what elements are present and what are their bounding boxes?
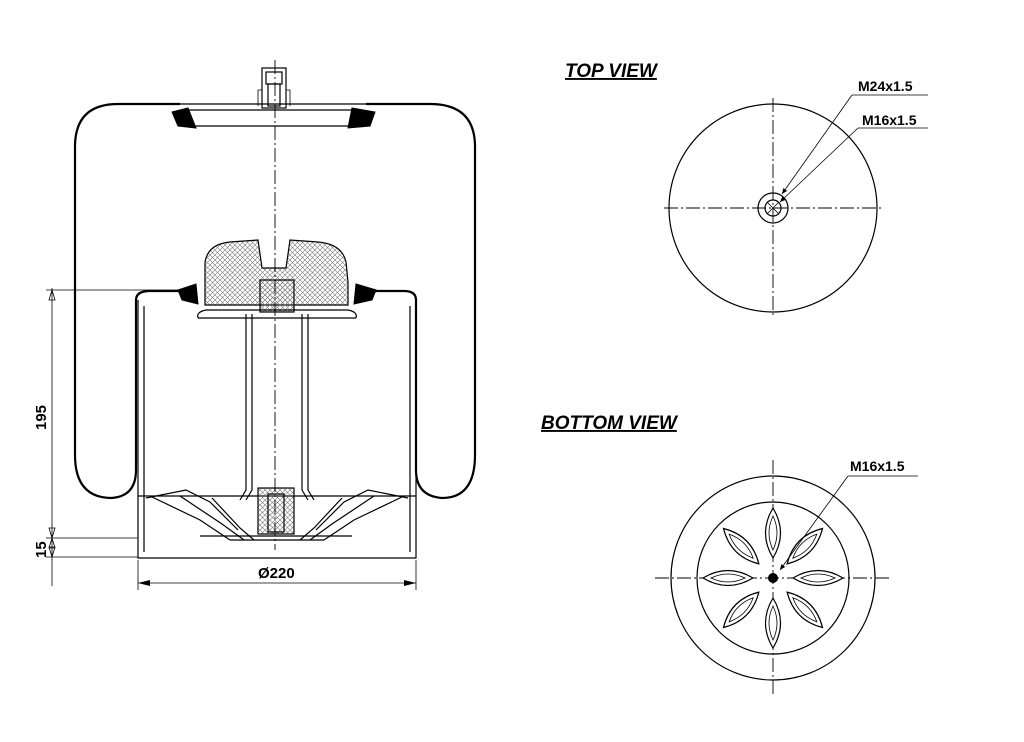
bottom-thread-label: M16x1.5 [850,458,905,474]
bottom-port [768,573,778,583]
top-plate [180,103,366,127]
top-thread-large-label: M24x1.5 [858,78,913,94]
dimension-height-main: 195 [33,405,50,430]
bottom-view-title: BOTTOM VIEW [541,413,679,434]
inner-tube-left [239,314,253,501]
clamp-left [177,283,199,305]
bottom-rib [764,596,782,650]
bottom-rib [722,527,760,565]
piston-flange [197,309,357,319]
inner-tube-right [301,314,315,501]
top-port-inner [764,199,782,217]
piston-cap-boss [259,279,295,313]
dimension-height-base: 15 [33,541,50,558]
section-view [73,60,477,559]
bead-right [347,107,376,129]
clamp-right [353,283,377,305]
bottom-rib [791,569,845,587]
dimension-lines [46,288,417,590]
piston-cap [204,239,349,306]
top-view: TOP VIEW M24x1.5 M16x1.5 [565,61,928,318]
top-port-outer [757,192,789,224]
bottom-rib [722,591,760,629]
bottom-view: BOTTOM VIEW M16x1.5 [541,413,918,696]
bottom-rib [786,527,824,565]
bellow-outline-right [360,102,477,500]
base-bottom [200,535,352,541]
dimension-diameter: Ø220 [258,565,295,582]
bottom-rib [786,591,824,629]
bottom-rib [764,506,782,560]
piston-skirt [137,300,417,559]
bottom-ribs [701,506,845,650]
top-thread-small-label: M16x1.5 [862,112,917,128]
top-view-title: TOP VIEW [565,61,659,82]
top-air-fitting [257,67,291,109]
bottom-rib [701,569,755,587]
base-ribs [145,489,409,541]
bottom-fitting [257,487,295,535]
bellow-outline [73,102,190,500]
bottom-fitting-bore [267,493,285,533]
bead-left [171,107,197,129]
